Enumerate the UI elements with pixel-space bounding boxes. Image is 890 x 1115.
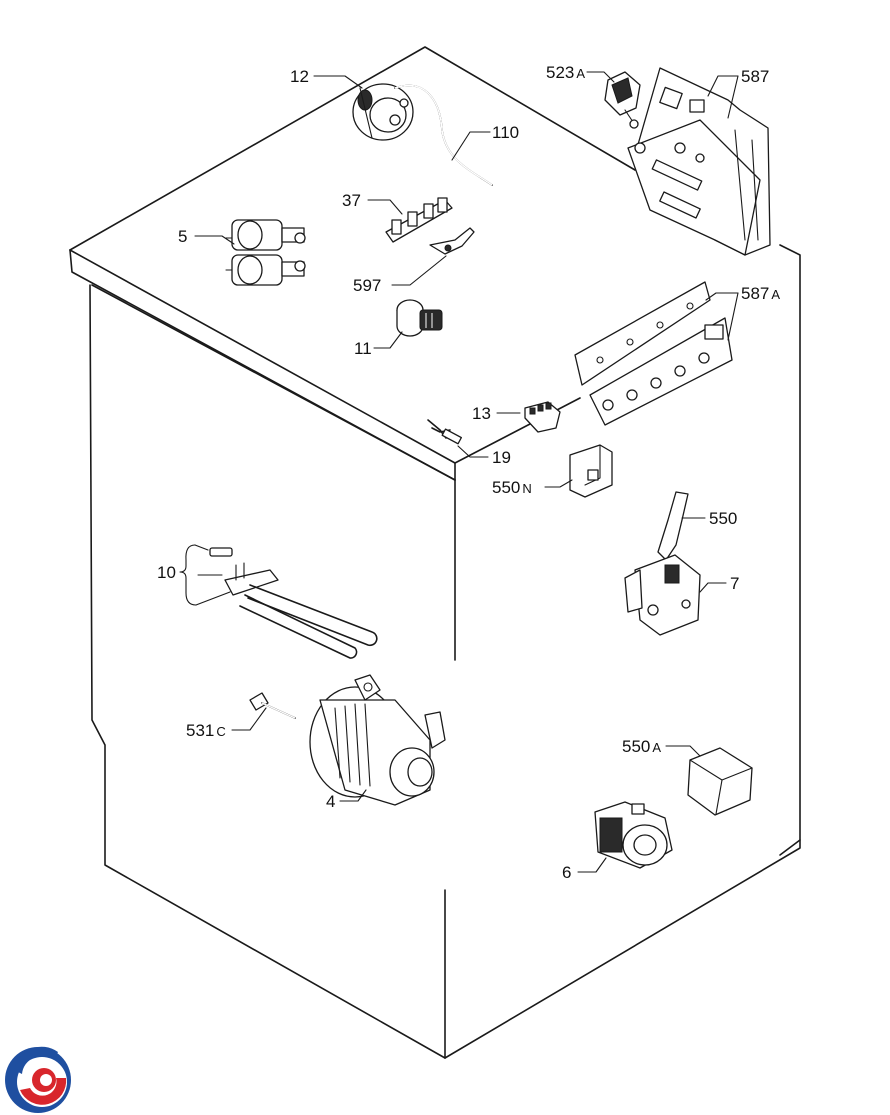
motor-4-part bbox=[309, 674, 446, 806]
pump-6-part bbox=[594, 801, 673, 869]
label-587: 587 bbox=[741, 67, 769, 86]
label-4: 4 bbox=[326, 792, 335, 811]
pressure-switch-part bbox=[352, 83, 414, 141]
label-597: 597 bbox=[353, 276, 381, 295]
cabinet-outline bbox=[69, 46, 801, 1059]
terminal-block-37-part bbox=[385, 197, 453, 243]
label-13: 13 bbox=[472, 404, 491, 423]
label-37: 37 bbox=[342, 191, 361, 210]
inlet-valve-5-part bbox=[225, 219, 306, 286]
door-interlock-7-part bbox=[624, 554, 701, 636]
door-lock-550-part bbox=[657, 491, 689, 561]
label-6: 6 bbox=[562, 863, 571, 882]
heating-element-10-part bbox=[209, 547, 378, 659]
label-11: 11 bbox=[354, 339, 372, 358]
label-550: 550 bbox=[709, 509, 737, 528]
label-7: 7 bbox=[730, 574, 739, 593]
label-10: 10 bbox=[157, 563, 176, 582]
control-board-587a-part bbox=[574, 281, 733, 426]
filter-11-part bbox=[396, 299, 443, 337]
clip-597-part bbox=[429, 227, 475, 255]
cover-550n-part bbox=[569, 444, 613, 498]
sensor-19-part bbox=[427, 419, 463, 445]
brand-swirl-icon bbox=[5, 1046, 71, 1113]
electronic-module-587-part bbox=[627, 67, 771, 256]
leader-lines bbox=[179, 71, 739, 873]
label-19: 19 bbox=[492, 448, 511, 467]
connector-523a-part bbox=[604, 71, 641, 129]
label-110: 110 bbox=[492, 123, 519, 142]
bracket-550a-part bbox=[687, 747, 753, 816]
bolt-531c-part bbox=[249, 692, 296, 719]
label-5: 5 bbox=[178, 227, 187, 246]
label-12: 12 bbox=[290, 67, 309, 86]
connector-13-part bbox=[524, 401, 561, 433]
pressure-hose-part bbox=[394, 84, 493, 186]
